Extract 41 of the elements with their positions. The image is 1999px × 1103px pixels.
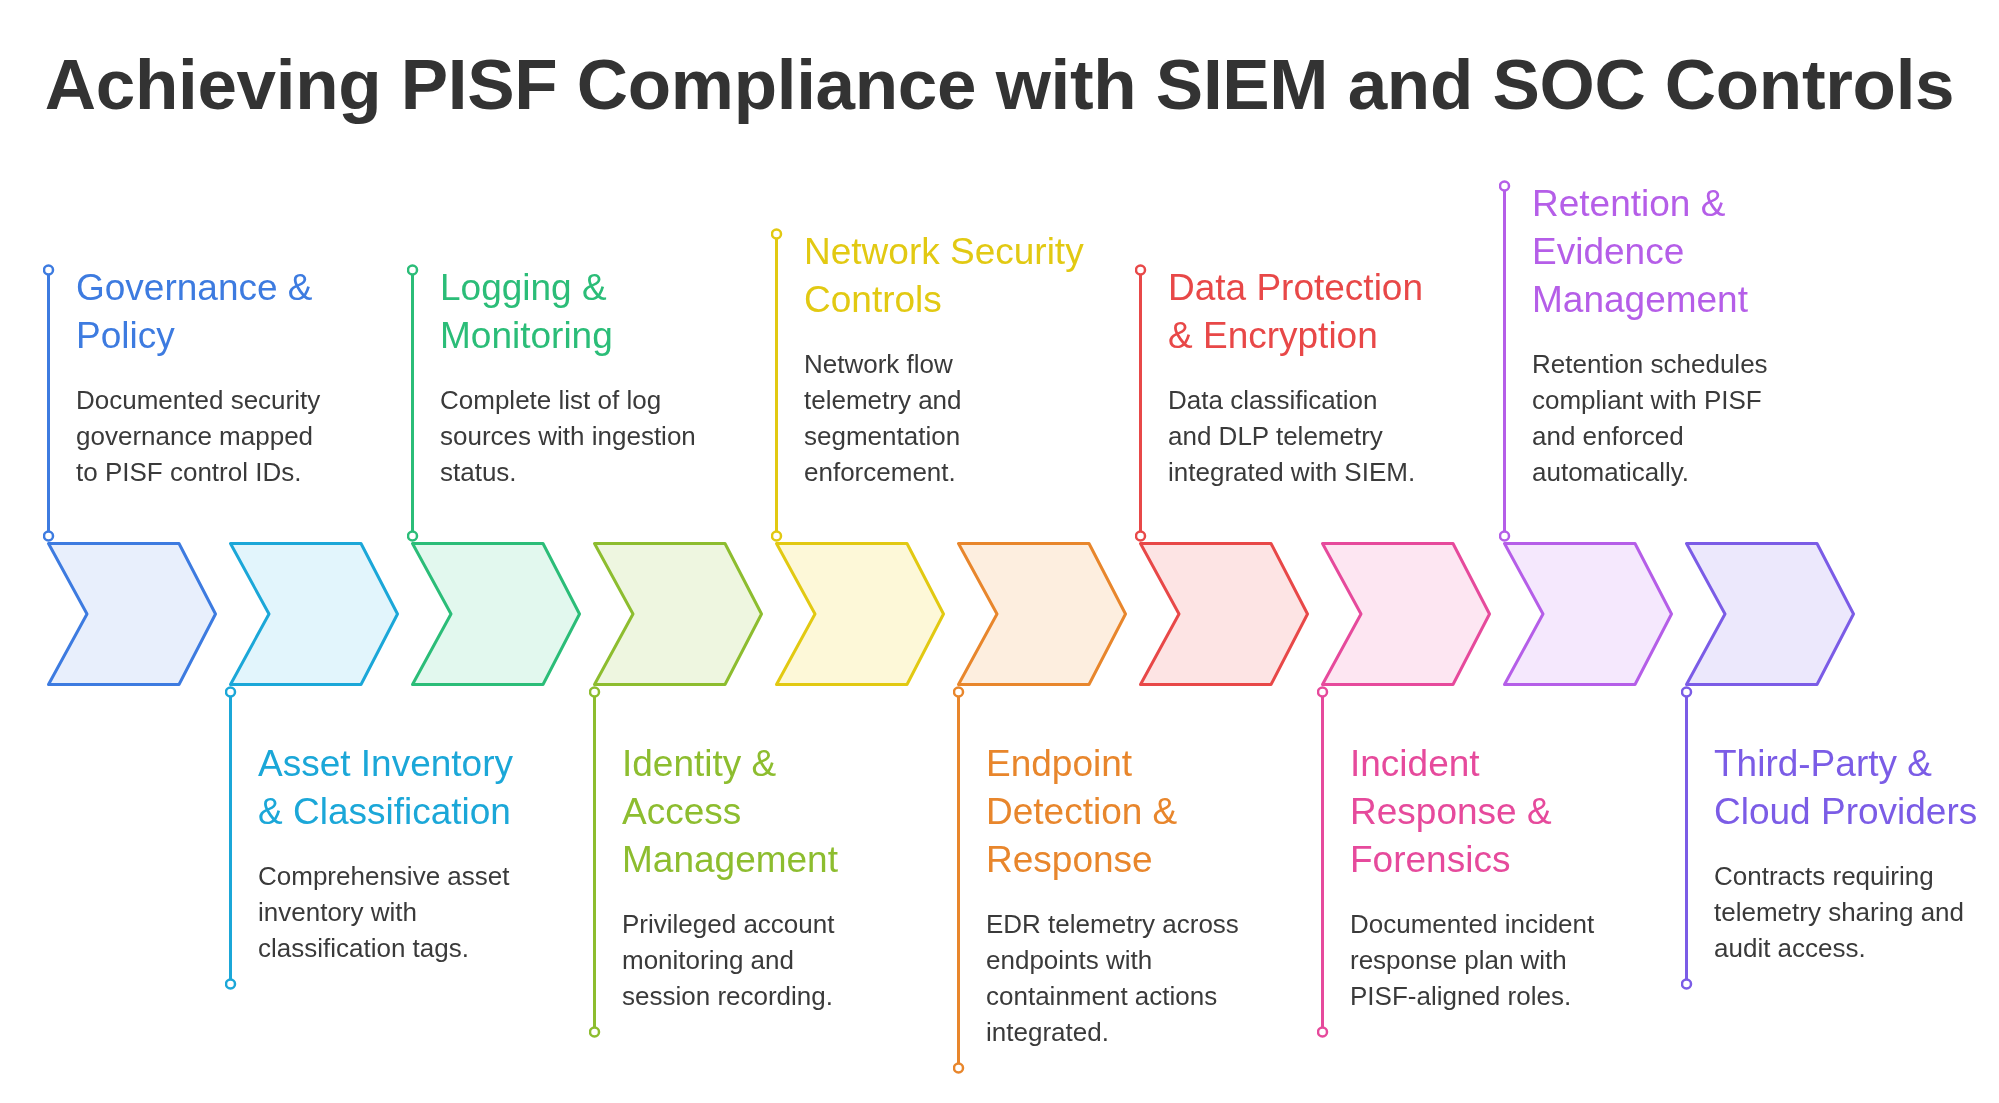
step-heading: Logging & Monitoring xyxy=(440,266,614,358)
step-description: Contracts requiring telemetry sharing and audit access. xyxy=(1714,860,1966,965)
leader-line xyxy=(406,264,419,542)
leader-line xyxy=(770,228,783,542)
step-heading: Retention & Evidence Management xyxy=(1532,182,1749,322)
leader-line xyxy=(42,264,55,542)
step-heading: Identity & Access Management xyxy=(622,742,839,882)
chevron-shape xyxy=(1321,542,1491,686)
step-description: Data classification and DLP telemetry integrated with SIEM. xyxy=(1168,384,1417,489)
step-description: Network flow telemetry and segmentation enforcement. xyxy=(804,348,963,489)
step-heading: Incident Response & Forensics xyxy=(1350,742,1553,882)
chevron-shape xyxy=(229,542,399,686)
leader-line xyxy=(1134,264,1147,542)
step-heading: Governance & Policy xyxy=(76,266,314,358)
step-heading: Endpoint Detection & Response xyxy=(986,742,1179,882)
step-description: Documented incident response plan with PISF-aligned roles. xyxy=(1350,908,1596,1013)
step-heading: Network Security Controls xyxy=(804,230,1084,322)
chevron-shape xyxy=(775,542,945,686)
leader-line xyxy=(1316,686,1329,1038)
step-description: EDR telemetry across endpoints with containment actions integrated. xyxy=(986,908,1240,1049)
chevron-shape xyxy=(593,542,763,686)
diagram-title: Achieving PISF Compliance with SIEM and SOC Controls xyxy=(43,44,1956,125)
step-description: Complete list of log sources with ingestion status. xyxy=(440,384,697,489)
step-description: Retention schedules compliant with PISF and enforced automatically. xyxy=(1532,348,1769,489)
step-description: Comprehensive asset inventory with classification tags. xyxy=(258,860,511,965)
step-description: Privileged account monitoring and session recording. xyxy=(622,908,836,1013)
step-heading: Data Protection & Encryption xyxy=(1168,266,1425,358)
chevron-shape xyxy=(1503,542,1673,686)
chevron-shape xyxy=(1685,542,1855,686)
step-heading: Third-Party & Cloud Providers xyxy=(1714,742,1979,834)
step-heading: Asset Inventory & Classification xyxy=(258,742,514,834)
leader-line xyxy=(224,686,237,990)
chevron-shape xyxy=(47,542,217,686)
chevron-shape xyxy=(957,542,1127,686)
leader-line xyxy=(588,686,601,1038)
leader-line xyxy=(1680,686,1693,990)
chevron-shape xyxy=(411,542,581,686)
leader-line xyxy=(952,686,965,1074)
leader-line xyxy=(1498,180,1511,542)
chevron-shape xyxy=(1139,542,1309,686)
step-description: Documented security governance mapped to PISF control IDs. xyxy=(76,384,322,489)
